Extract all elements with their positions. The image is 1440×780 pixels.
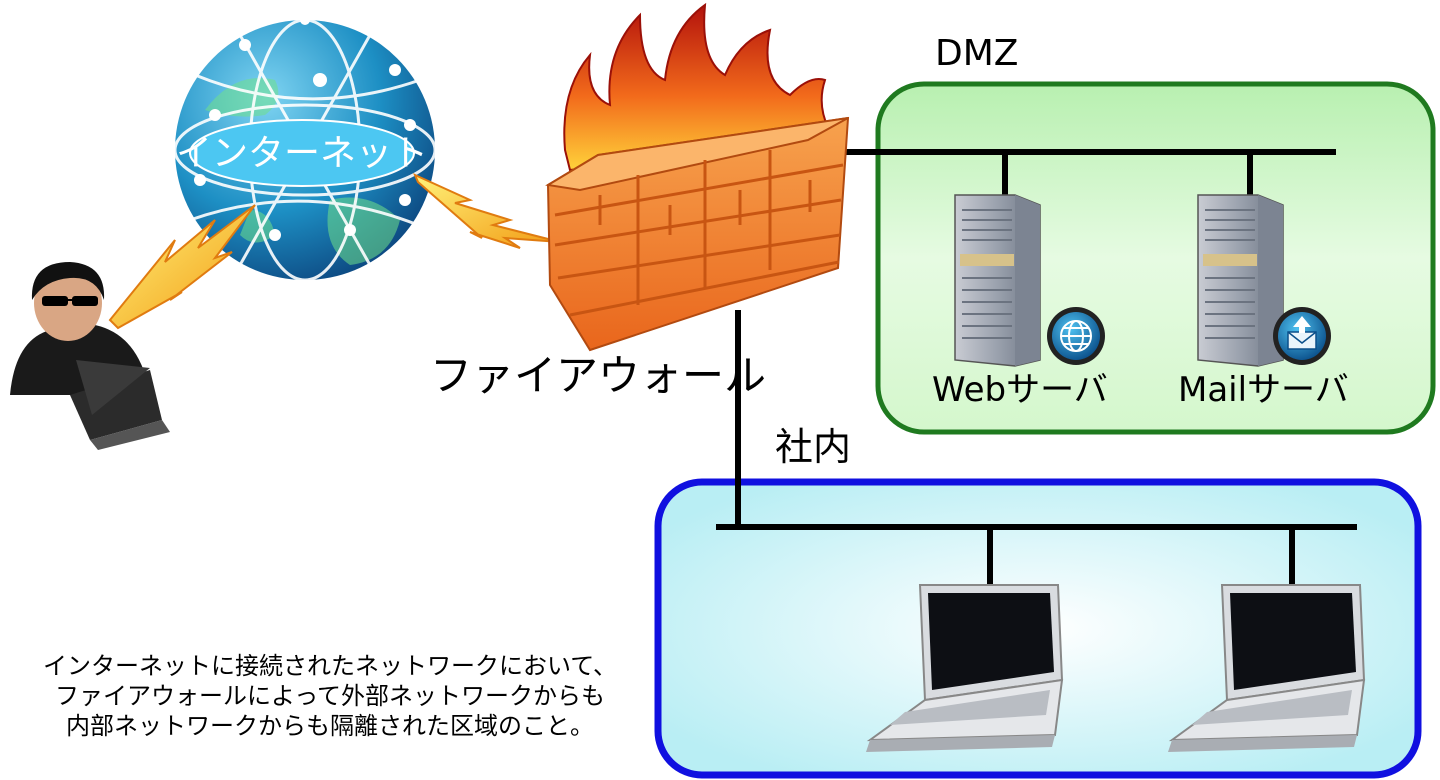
mail-server-label: Mailサーバ bbox=[1178, 370, 1349, 410]
corporate-title: 社内 bbox=[775, 425, 852, 469]
mail-server-icon bbox=[1197, 194, 1284, 367]
lightning-icon bbox=[108, 204, 256, 330]
dmz-title: DMZ bbox=[935, 33, 1019, 74]
web-server-label: Webサーバ bbox=[932, 370, 1108, 410]
web-globe-badge-icon bbox=[1047, 307, 1105, 365]
firewall-label: ファイアウォール bbox=[430, 351, 767, 400]
flame-icon bbox=[563, 2, 837, 172]
firewall-icon bbox=[545, 116, 850, 352]
description-line: ファイアウォールによって外部ネットワークからも bbox=[54, 682, 606, 710]
description-line: 内部ネットワークからも隔離された区域のこと。 bbox=[66, 712, 594, 740]
laptop-icon bbox=[1168, 584, 1366, 752]
laptop-icon bbox=[866, 584, 1064, 752]
lightning-icon bbox=[413, 173, 561, 249]
dmz-description: インターネットに接続されたネットワークにおいて、 ファイアウォールによって外部ネ… bbox=[40, 651, 620, 741]
internet-label: インターネット bbox=[176, 133, 428, 174]
description-line: インターネットに接続されたネットワークにおいて、 bbox=[42, 652, 618, 680]
network-lines bbox=[716, 149, 1357, 590]
hacker-icon bbox=[10, 262, 170, 450]
globe-icon bbox=[173, 15, 437, 282]
web-server-icon bbox=[954, 194, 1041, 367]
mail-badge-icon bbox=[1273, 307, 1331, 365]
